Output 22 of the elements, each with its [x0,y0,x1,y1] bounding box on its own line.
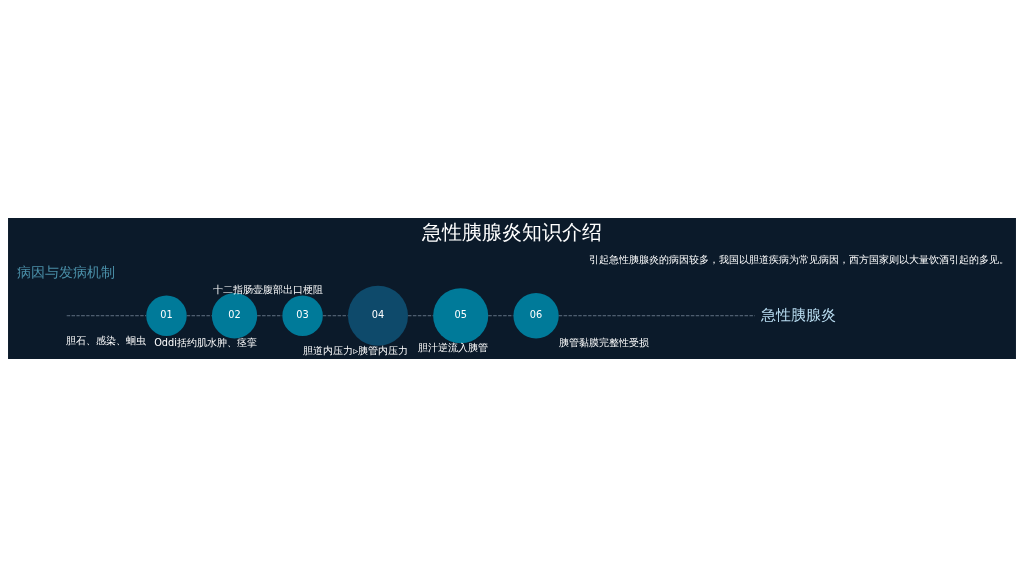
node-label: 胰管黏膜完整性受损 [558,336,649,348]
node-label: 十二指肠壶腹部出口梗阻 [213,283,324,295]
connector [407,314,434,316]
node-circle: 04 [347,285,408,346]
node-label: Oddi括约肌水肿、痉挛 [154,336,257,348]
node-circle: 03 [282,295,323,336]
diagram-title: 急性胰腺炎知识介绍 [422,220,602,244]
connector [322,314,349,316]
node-circle: 06 [513,292,559,338]
label: 病因与发病机制 [16,263,115,280]
node-label: 胆石、感染、蛔虫 [66,334,147,346]
connector [487,314,514,316]
connector [186,314,213,316]
connector [256,314,283,316]
node-circle: 05 [433,287,489,343]
node-circle: 01 [146,295,187,336]
node-text: 急性胰腺炎 [761,305,837,324]
node-label: 胆汁逆流入胰管 [418,341,489,353]
connector [558,314,756,316]
connector [66,314,147,316]
label: 引起急性胰腺炎的病因较多，我国以胆道疾病为常见病因，西方国家则以大量饮酒引起的多见。 [588,253,1009,265]
node-label: 胆道内压力▹胰管内压力 [303,344,409,356]
